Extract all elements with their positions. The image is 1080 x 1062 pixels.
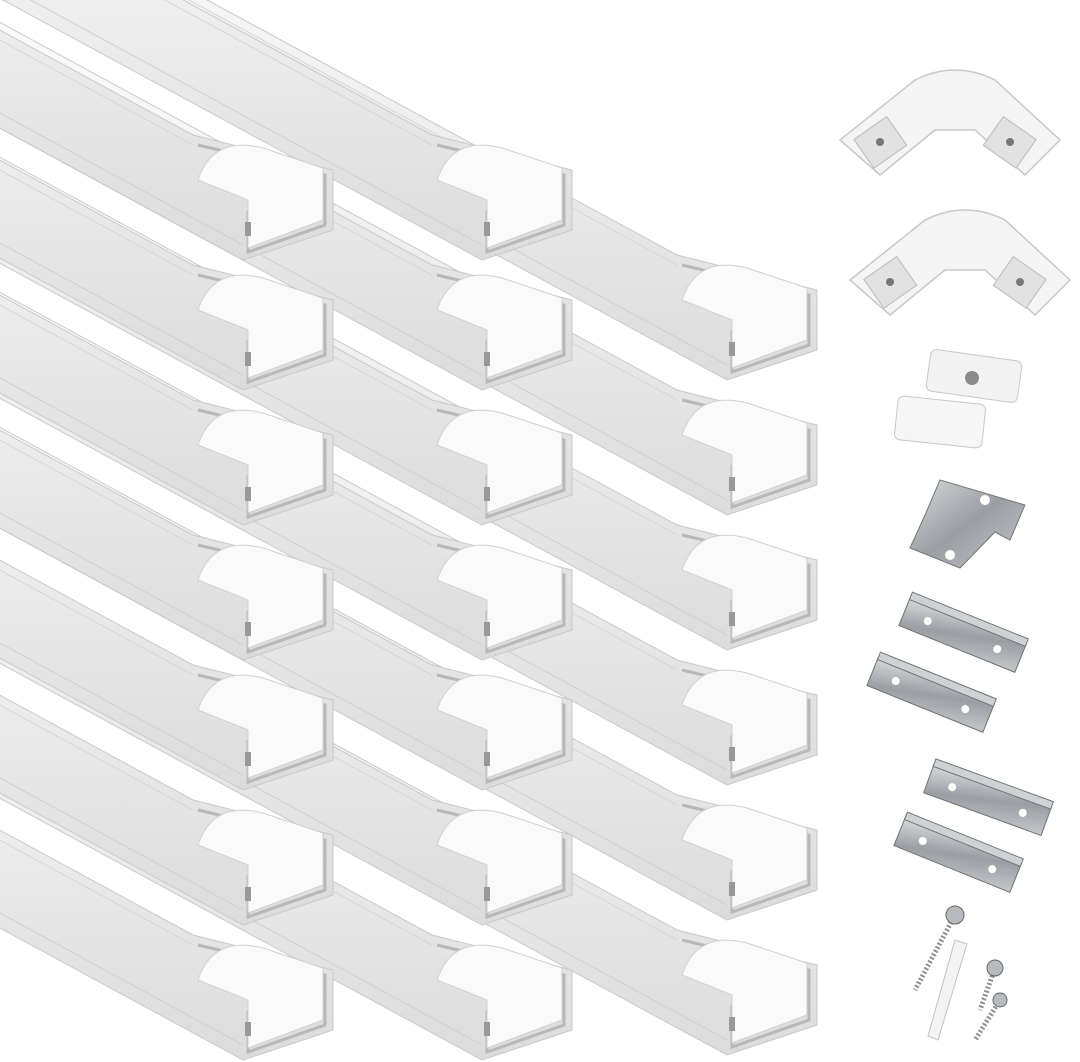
profile-diffuser [197, 544, 324, 649]
profile-diffuser [681, 939, 808, 1044]
profile-groove [245, 352, 251, 366]
mounting-bracket [866, 651, 997, 733]
profile-groove [484, 222, 490, 236]
profile-edge-line [0, 377, 244, 511]
profile-edge-line [0, 439, 194, 546]
profile-diffuser [436, 944, 563, 1049]
profile-groove [729, 882, 735, 896]
profile-groove [245, 622, 251, 636]
wall-anchor [927, 939, 968, 1041]
profile-edge-line [0, 642, 244, 776]
end-cap [894, 395, 986, 449]
screw-hole [965, 371, 979, 385]
profile-edge-line [0, 777, 244, 911]
profile-diffuser [197, 674, 324, 779]
profile-edge-line [0, 39, 194, 146]
screw-hole [918, 836, 927, 845]
profile-edge-line [0, 512, 244, 646]
profile-diffuser [681, 534, 808, 639]
profile-diffuser [197, 944, 324, 1049]
profile-groove [729, 477, 735, 491]
mounting-bracket [922, 758, 1055, 837]
screw-hole [1006, 138, 1014, 146]
screw-hole [1016, 278, 1024, 286]
profile-groove [484, 752, 490, 766]
screw-hole [876, 138, 884, 146]
screw [977, 959, 1004, 1011]
profile-diffuser [681, 264, 808, 369]
profile-edge-line [0, 569, 194, 676]
profile-edge-line [0, 912, 244, 1046]
profile-groove [484, 887, 490, 901]
profile-diffuser [197, 809, 324, 914]
profile-body [2, 0, 573, 261]
profile-edge-line [29, 0, 483, 246]
channel-profile [2, 0, 573, 261]
profile-diffuser [436, 409, 563, 514]
profile-edge-line [0, 304, 194, 411]
profile-diffuser [436, 809, 563, 914]
profile-edge-line [0, 704, 194, 811]
profile-groove [484, 1022, 490, 1036]
profile-diffuser [436, 544, 563, 649]
screw [972, 992, 1008, 1042]
profile-diffuser [681, 399, 808, 504]
profile-groove [245, 222, 251, 236]
profile-diffuser [197, 274, 324, 379]
profile-groove [729, 747, 735, 761]
channel-profile [0, 429, 334, 661]
profile-diffuser [681, 804, 808, 909]
channel-profile [0, 559, 334, 791]
screw-hole [886, 278, 894, 286]
channel-profile [0, 829, 334, 1061]
screw-hole [923, 616, 932, 625]
screw-hole [988, 865, 997, 874]
channel-profile [0, 159, 334, 391]
profile-diffuser [436, 274, 563, 379]
channel-profile [0, 694, 334, 926]
profile-edge-line [0, 242, 244, 376]
screw-hole [961, 705, 970, 714]
profile-edge-line [0, 169, 194, 276]
profile-groove [245, 752, 251, 766]
profile-groove [729, 1017, 735, 1031]
profile-diffuser [681, 669, 808, 774]
screw-hole [948, 783, 957, 792]
channel-profile [0, 29, 334, 261]
screw [912, 905, 965, 992]
profile-edge-line [0, 112, 244, 246]
screw-hole [1018, 808, 1027, 817]
profile-groove [729, 342, 735, 356]
end-cap [925, 349, 1023, 403]
screw-hole [891, 676, 900, 685]
screw-hole [993, 645, 1002, 654]
profile-diffuser [197, 409, 324, 514]
profile-diffuser [197, 144, 324, 249]
profile-groove [245, 487, 251, 501]
profile-groove [245, 1022, 251, 1036]
profile-edge-line [163, 0, 433, 146]
profile-edge-line [0, 839, 194, 946]
profile-groove [245, 887, 251, 901]
mounting-bracket [893, 811, 1024, 893]
profile-diffuser [436, 674, 563, 779]
corner-connector [848, 209, 1072, 317]
profile-groove [484, 622, 490, 636]
corner-connector [838, 69, 1062, 177]
profile-groove [484, 487, 490, 501]
mounting-bracket [898, 591, 1029, 673]
profile-groove [729, 612, 735, 626]
channel-profiles [0, 0, 818, 1061]
mounting-clip [909, 479, 1026, 569]
profile-diffuser [436, 144, 563, 249]
channel-profile [0, 294, 334, 526]
profile-groove [484, 352, 490, 366]
accessories [838, 69, 1072, 1042]
